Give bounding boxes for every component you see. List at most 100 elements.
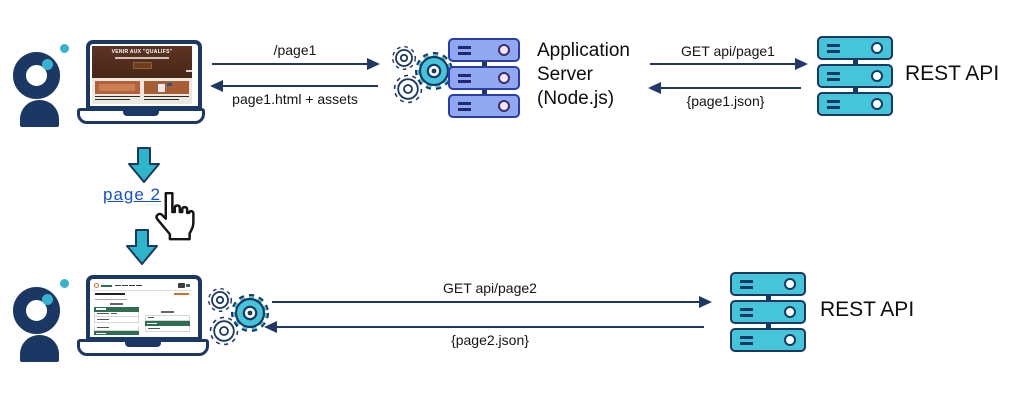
server-led [871, 70, 883, 82]
server-led [784, 306, 796, 318]
hero-headline: VENIR AUX "QUALIFS" [111, 49, 173, 55]
news-section [92, 78, 192, 104]
server-connector [481, 62, 487, 66]
column-label-bar [161, 311, 174, 313]
equal-icon [827, 71, 840, 81]
server-led [784, 278, 796, 290]
cell-bar [148, 317, 154, 319]
player-shape [158, 84, 165, 92]
server-unit [448, 38, 520, 62]
equal-icon [827, 99, 840, 109]
match-table-header [94, 306, 139, 312]
nav-item-bar [129, 284, 135, 287]
hero-subtext-bar [115, 57, 169, 59]
get-api-page2-label: GET api/page2 [443, 280, 537, 296]
server-connector [852, 60, 858, 64]
arrow-request-page1 [212, 58, 380, 70]
equal-icon [740, 335, 753, 345]
page1-json-label: {page1.json} [686, 93, 765, 109]
server-led [871, 42, 883, 54]
cell-bar [97, 327, 109, 329]
page2-link[interactable]: page 2 [103, 185, 161, 204]
equal-icon [827, 43, 840, 53]
user-icon [12, 44, 78, 128]
user-head-ring [13, 287, 60, 334]
card-image-player [144, 81, 189, 94]
racket-shape [167, 83, 172, 86]
site-logo [94, 283, 99, 288]
server-connector [765, 324, 771, 328]
get-api-page1-label: GET api/page1 [681, 43, 775, 59]
carousel-pager [186, 70, 194, 72]
rest-api-title-top: REST API [905, 62, 1000, 85]
nav-item-bar [136, 284, 142, 287]
heading-link-bar [174, 293, 189, 295]
caption-bar [144, 98, 180, 100]
hero-banner: VENIR AUX "QUALIFS" [92, 46, 192, 78]
nav-button [177, 283, 185, 288]
server-unit [448, 66, 520, 90]
webpage-page1: VENIR AUX "QUALIFS" [92, 46, 194, 104]
arrow-get-api-page1 [650, 58, 808, 70]
server-led [498, 44, 510, 56]
laptop-screen-bottom [86, 275, 202, 341]
header-bar [96, 308, 106, 310]
arrow-page1-json [648, 82, 801, 94]
equal-icon [458, 73, 471, 83]
site-navbar [92, 281, 192, 290]
match-row [145, 314, 190, 322]
user-body [20, 100, 59, 127]
server-connector [852, 88, 858, 92]
server-unit [817, 92, 893, 116]
gears-icon [208, 288, 269, 346]
user-icon [12, 279, 78, 363]
rest-api-title-bottom: REST API [820, 298, 915, 321]
rest-api-server-stack-top [817, 36, 893, 116]
heading-bar [95, 292, 125, 296]
server-led [871, 98, 883, 110]
server-led [784, 334, 796, 346]
match-table-header [94, 331, 139, 335]
results-column-right [145, 310, 190, 335]
card-image-clay [95, 81, 140, 94]
server-unit [448, 94, 520, 118]
equal-icon [458, 101, 471, 111]
arrow-response-page1 [210, 80, 378, 92]
laptop-notch [123, 111, 159, 116]
results-column-left [94, 302, 139, 335]
hero-button [132, 61, 152, 69]
user-teal-dot-inner [42, 294, 53, 305]
equal-icon [740, 279, 753, 289]
server-connector [765, 296, 771, 300]
user-teal-dot-outer [60, 44, 69, 53]
webpage-page2 [92, 281, 192, 335]
down-arrow-icon [128, 147, 160, 183]
match-row [145, 326, 190, 332]
caption-bar [144, 95, 189, 97]
laptop-base-bottom [77, 339, 209, 356]
column-label-bar [110, 303, 123, 305]
page-heading-row [92, 291, 192, 297]
equal-icon [740, 307, 753, 317]
header-bar [96, 332, 106, 335]
arrow-page2-json [264, 321, 704, 333]
divider [92, 290, 192, 291]
filter-bar [95, 298, 127, 301]
caption-bar [95, 98, 131, 100]
response-page1-label: page1.html + assets [232, 91, 358, 107]
user-teal-dot-outer [60, 279, 69, 288]
rest-api-server-stack-bottom [730, 272, 806, 352]
server-unit [730, 272, 806, 296]
brand-bar [100, 284, 112, 287]
match-row [94, 325, 139, 332]
equal-icon [458, 45, 471, 55]
arrow-get-api-page2 [272, 296, 712, 308]
user-head-ring [13, 52, 60, 99]
nav-item-bar [115, 284, 121, 287]
user-body [20, 335, 59, 362]
nav-badge [186, 284, 190, 287]
cell-bar [97, 313, 109, 315]
match-row [94, 311, 139, 318]
down-arrow-icon [126, 229, 158, 265]
news-card [144, 81, 189, 100]
